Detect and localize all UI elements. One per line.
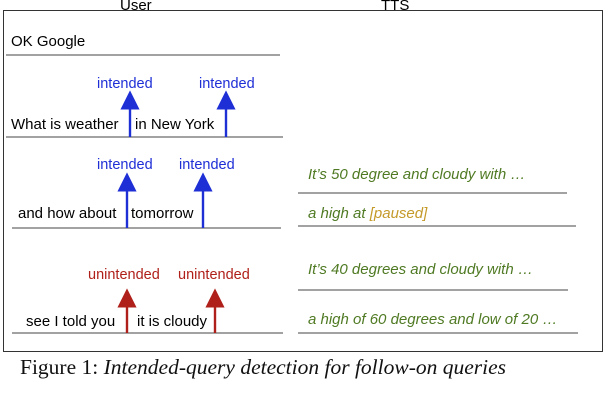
caption-title: Intended-query detection for follow-on q… [103, 355, 507, 379]
intended-label: intended [97, 157, 153, 173]
tts-utterance-text: a high at [308, 205, 370, 222]
caption-prefix: Figure 1: [20, 355, 104, 379]
tts-utterance: It’s 40 degrees and cloudy with … [308, 261, 533, 278]
unintended-label: unintended [178, 267, 250, 283]
intended-label: intended [97, 76, 153, 92]
tts-utterance: a high at [paused] [308, 205, 427, 222]
user-utterance-part: it is cloudy [137, 313, 208, 330]
figure-caption: Figure 1: Intended-query detection for f… [20, 355, 506, 380]
user-utterance-part: tomorrow [131, 205, 194, 222]
user-utterance-ok-google: OK Google [11, 33, 86, 50]
tts-utterance: It’s 50 degree and cloudy with … [308, 166, 526, 183]
intended-label: intended [199, 76, 255, 92]
user-utterance-part: in New York [135, 116, 215, 133]
user-utterance-part: and how about [18, 205, 117, 222]
intended-label: intended [179, 157, 235, 173]
user-utterance-part: see I told you [26, 313, 116, 330]
diagram-frame [3, 10, 603, 352]
paused-marker: [paused] [369, 205, 428, 222]
tts-utterance: a high of 60 degrees and low of 20 … [308, 311, 558, 328]
unintended-label: unintended [88, 267, 160, 283]
user-utterance-part: What is weather [11, 116, 119, 133]
